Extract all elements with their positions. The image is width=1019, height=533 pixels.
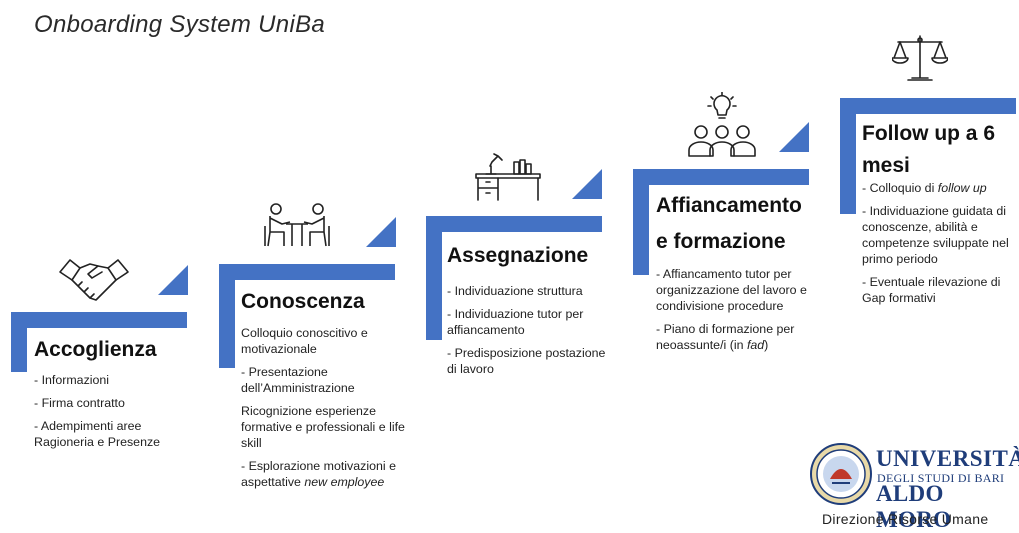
step-bar-vertical — [426, 216, 442, 340]
list-item: - Individuazione tutor per affiancamento — [447, 307, 584, 337]
meeting-icon — [264, 203, 330, 247]
italic-term: follow up — [937, 181, 987, 195]
list-item: - Predisposizione postazione di lavoro — [447, 346, 606, 376]
step-items: - Colloquio di follow up - Individuazion… — [862, 180, 1012, 313]
step-bar-vertical — [219, 264, 235, 368]
step-items: - Informazioni - Firma contratto - Ademp… — [34, 372, 194, 457]
step-bar-vertical — [840, 98, 856, 214]
step-items: Colloquio conoscitivo e motivazionale - … — [241, 325, 411, 497]
step-title-line: Follow up a 6 — [862, 122, 996, 145]
step-arrow-triangle — [366, 217, 396, 247]
logo-line-2: DEGLI STUDI DI BARI — [877, 471, 1005, 485]
step-arrow-triangle — [779, 122, 809, 152]
step-title: Accoglienza — [34, 338, 157, 361]
list-item: - Individuazione guidata di conoscenze, … — [862, 204, 1009, 266]
list-item: Colloquio conoscitivo e motivazionale — [241, 326, 368, 356]
step-bar-horizontal — [426, 216, 602, 232]
step-title: Conoscenza — [241, 290, 365, 313]
italic-term: fad — [746, 338, 765, 352]
step-arrow-triangle — [572, 169, 602, 199]
handshake-icon — [59, 259, 129, 301]
italic-term: new employee — [304, 475, 385, 489]
step-arrow-triangle — [158, 265, 188, 295]
step-title: Assegnazione — [447, 244, 589, 267]
list-item: - Firma contratto — [34, 396, 125, 410]
logo-line-1: UNIVERSITÀ — [876, 446, 1019, 471]
university-seal-icon — [810, 443, 872, 505]
department-label: Direzione Risorse Umane — [822, 511, 989, 527]
list-item: Ricognizione esperienze formative e prof… — [241, 404, 405, 450]
step-bar-horizontal — [11, 312, 187, 328]
list-item: - Individuazione struttura — [447, 284, 583, 298]
step-bar-horizontal — [219, 264, 395, 280]
scales-icon — [892, 35, 948, 81]
desk-icon — [475, 153, 541, 201]
step-title-line: mesi — [862, 154, 910, 177]
step-bar-horizontal — [633, 169, 809, 185]
team-idea-icon — [688, 92, 756, 157]
page-title: Onboarding System UniBa — [34, 11, 326, 38]
list-item: - Presentazione dell’Amministrazione — [241, 365, 355, 395]
list-item: - Piano di formazione per neoassunte/i (… — [656, 322, 795, 352]
list-item: - Eventuale rilevazione di Gap formativi — [862, 275, 1001, 305]
step-items: - Affiancamento tutor per organizzazione… — [656, 266, 826, 360]
step-title-line: Affiancamento — [656, 194, 802, 217]
step-bar-vertical — [11, 312, 27, 372]
step-title: Affiancamento e formazione — [656, 190, 802, 258]
step-bar-vertical — [633, 169, 649, 275]
step-title: Follow up a 6 mesi — [862, 118, 995, 182]
list-item: - Adempimenti aree Ragioneria e Presenze — [34, 419, 161, 449]
list-item: - Colloquio di follow up — [862, 181, 987, 195]
step-items: - Individuazione struttura - Individuazi… — [447, 283, 617, 384]
logo-line-3: ALDO MORO — [876, 481, 952, 532]
list-item: - Esplorazione motivazioni e aspettative… — [241, 459, 396, 489]
step-title-line: e formazione — [656, 230, 786, 253]
list-item: - Affiancamento tutor per organizzazione… — [656, 267, 807, 313]
step-bar-horizontal — [840, 98, 1016, 114]
list-item: - Informazioni — [34, 373, 110, 387]
